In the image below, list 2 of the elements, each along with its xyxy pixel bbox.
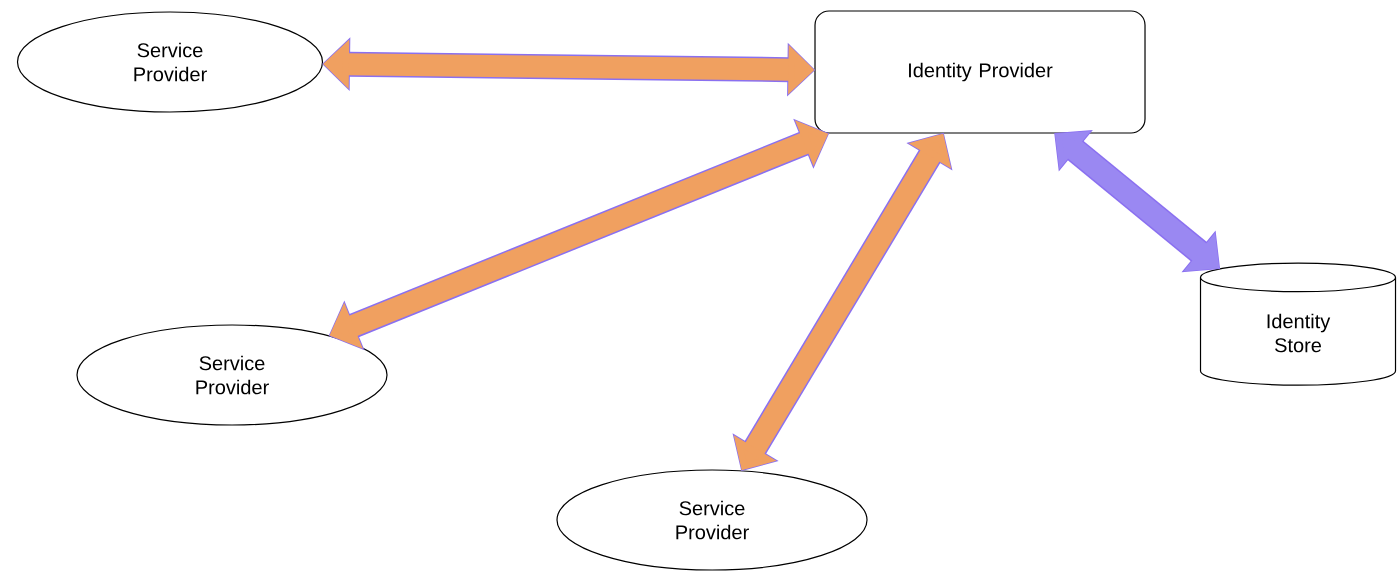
database-cylinder: Identity Store [1199, 262, 1397, 386]
process-box: Identity Provider [814, 10, 1146, 134]
